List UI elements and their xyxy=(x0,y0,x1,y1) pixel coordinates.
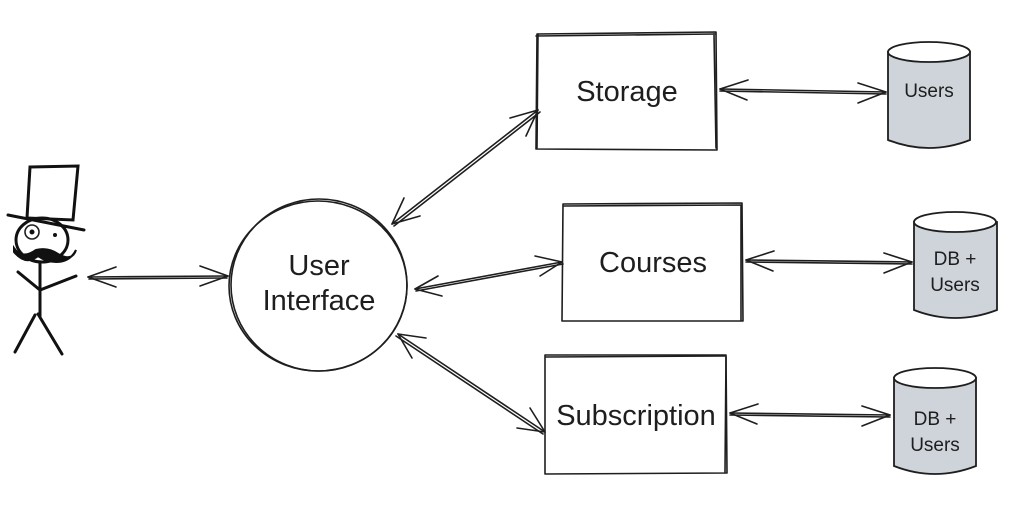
arrow-subscription-db xyxy=(729,403,891,427)
arrow-courses-db xyxy=(745,250,913,274)
arrow-actor-hub xyxy=(87,265,229,288)
hub-label-line-1: User xyxy=(288,250,350,282)
arrow-storage-db xyxy=(719,79,887,104)
db-courses-label-line-2: Users xyxy=(930,275,980,296)
db-subscription-node[interactable]: DB + Users xyxy=(893,367,977,475)
courses-node[interactable]: Courses xyxy=(561,202,744,322)
db-subscription-label-line-1: DB + xyxy=(914,409,957,430)
arrow-hub-subscription xyxy=(395,333,546,435)
db-storage-node[interactable]: Users xyxy=(887,41,971,149)
subscription-label: Subscription xyxy=(556,400,716,432)
storage-label: Storage xyxy=(576,76,678,108)
db-storage-label-line-1: Users xyxy=(904,81,954,102)
db-subscription-label-line-2: Users xyxy=(910,435,960,456)
arrow-hub-storage xyxy=(391,109,541,227)
db-courses-node[interactable]: DB + Users xyxy=(913,211,998,319)
subscription-node[interactable]: Subscription xyxy=(544,354,728,475)
courses-label: Courses xyxy=(599,247,707,279)
hub-label-line-2: Interface xyxy=(263,285,376,317)
arrow-hub-courses xyxy=(414,255,564,297)
user-actor-icon xyxy=(6,164,86,356)
storage-node[interactable]: Storage xyxy=(535,31,718,151)
db-courses-label-line-1: DB + xyxy=(934,249,977,270)
user-interface-node[interactable]: User Interface xyxy=(228,198,408,372)
